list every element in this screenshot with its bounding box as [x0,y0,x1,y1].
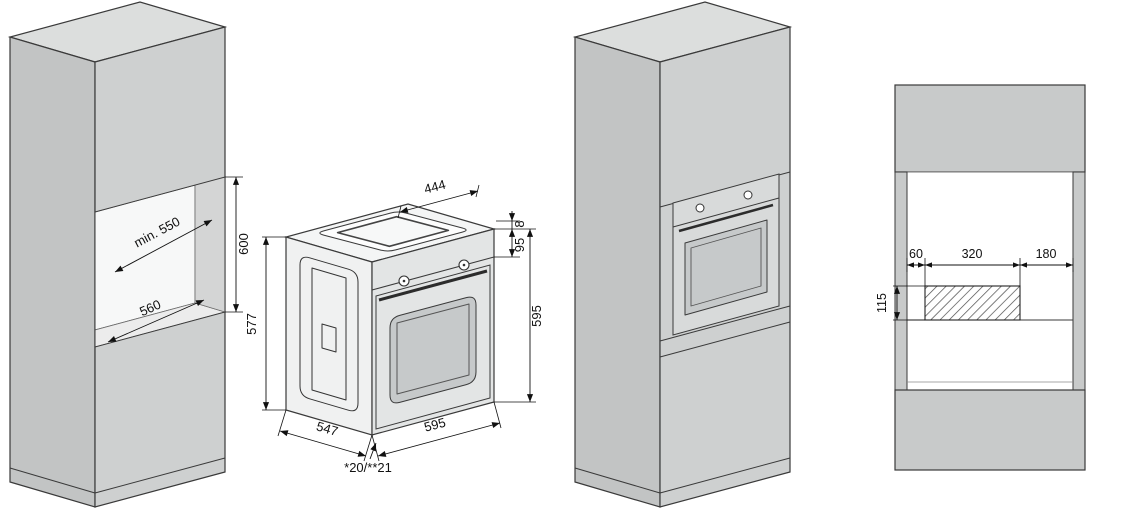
cabinet2-shelf-line-bottom [659,305,791,342]
niche-section-view: 60 320 180 115 [875,84,1086,471]
dim-oven-top-width-arrow [399,190,479,213]
installed-oven-window-inner [690,227,762,307]
oven-front-offset-label: 8 [512,220,527,227]
niche-right-wall [194,177,225,313]
oven-top-tray [336,215,450,248]
cabinet2-shelf-line-bottom2 [659,321,791,358]
installed-oven-knob-right [743,190,753,200]
section-lower-cabinet [894,389,1086,471]
cabinet-plinth-line [94,457,226,494]
section-middle-label: 320 [962,247,983,261]
dim-outlet-height: 115 [875,285,925,321]
dim-oven-body-depth: 547 [277,409,373,462]
section-upper-cabinet [894,84,1086,173]
dim-oven-width: 595 [371,401,502,462]
oven-side-emboss-outer [299,256,359,412]
oven-control-strip-line [371,256,495,291]
outlet-zone-hatch [924,285,1021,321]
oven-panel-height-label: 95 [512,238,527,252]
cabinet-side-face [9,36,96,508]
note-leader-arrow [369,442,377,460]
ext-line [277,409,287,437]
dim-oven-top-width: 444 [397,177,480,219]
niche-height-label: 600 [236,233,251,255]
cabinet-niche-view: min. 550 560 600 [7,1,251,508]
oven-width-label: 595 [422,415,447,435]
dim-niche-width-arrow [114,219,213,273]
dim-oven-body-depth-arrow [279,430,367,457]
oven-side-emboss-center [321,323,337,353]
oven-note: *20/**21 [344,442,392,475]
installed-oven-strip-line [672,197,780,228]
dim-oven-panel: 8 95 [494,211,536,258]
section-right-label: 180 [1036,247,1057,261]
cabinet2-plinth-side-line [574,467,661,494]
cabinet2-plinth-line [659,457,791,494]
installed-oven-handle [678,203,774,233]
oven-side-emboss-inner [311,267,347,401]
oven-knob-right-dot [462,263,466,267]
cabinet-installed-view [572,1,793,508]
oven-knob-left-dot [402,279,406,283]
oven-body-height-label: 577 [244,313,259,335]
oven-door-window [389,296,477,404]
dim-oven-body-height: 577 [244,236,286,411]
dim-niche-depth-arrow [107,299,205,343]
oven-door-window-inner [396,303,470,395]
outlet-height-label: 115 [875,293,889,313]
ext-line [371,434,380,462]
section-niche-interior [906,171,1074,391]
oven-body-depth-label: 547 [315,418,340,438]
oven-handle [378,269,488,302]
oven-note-label: *20/**21 [344,460,392,475]
oven-door-edge [375,264,491,430]
cabinet-plinth-side-line [9,467,96,494]
oven-dimension-view: 444 8 95 595 577 [244,177,544,475]
section-left-label: 60 [909,247,923,261]
section-right-wall [1072,171,1086,391]
section-left-wall [894,171,908,391]
dim-section-horizontal: 60 320 180 [906,247,1074,286]
oven-top-width-label: 444 [422,177,447,197]
oven-side-face [285,236,373,436]
installed-oven-knob-left [695,203,705,213]
dim-oven-width-arrow [377,422,501,457]
oven-height-label: 595 [529,305,544,327]
dim-oven-height: 595 [494,229,544,403]
dim-niche-height: 600 [225,176,251,313]
cabinet2-side-face [574,36,661,508]
